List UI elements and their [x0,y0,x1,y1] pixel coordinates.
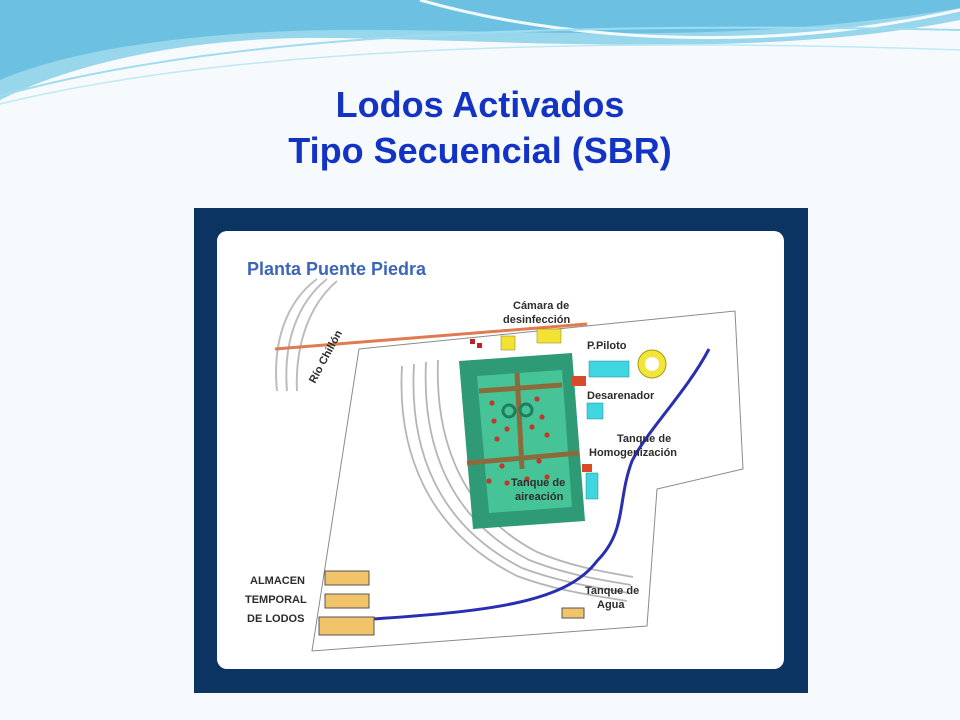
pilot-label: P.Piloto [587,340,627,352]
road-line [400,365,628,602]
river-line [275,278,318,392]
homog-connector [582,464,592,472]
water-tank-label-1: Tanque de [585,585,639,597]
aerator-icon [501,403,517,419]
camara-label-1: Cámara de [513,300,569,312]
disinfection-chamber [500,335,516,351]
road-line [424,361,632,586]
almacen-label-1: ALMACEN [250,575,305,587]
water-tank-label-2: Agua [597,599,625,611]
tank-divider [478,382,563,394]
tank-divider [466,450,580,466]
homog-label-2: Homogenización [589,447,677,459]
river-line [285,278,328,392]
almacen-label-3: DE LODOS [247,613,304,625]
aerator-icon [518,402,534,418]
pilot-connector [572,376,586,386]
header-swoosh [0,0,960,105]
marker [470,339,475,344]
plant-map-panel: Planta Puente Piedra Río Chillón Cámara … [217,231,784,669]
blue-pipeline [371,348,711,621]
water-tank [561,607,585,619]
orange-pipeline [274,322,588,351]
diagram-frame: Planta Puente Piedra Río Chillón Cámara … [194,208,808,693]
grit-chamber-label: Desarenador [587,390,655,402]
plant-name-label: Planta Puente Piedra [247,259,427,279]
sludge-storage-box [318,616,375,636]
sludge-storage-box [324,570,370,586]
homog-label-1: Tanque de [617,433,671,445]
homogenization-tank [585,472,599,500]
river-label: Río Chillón [307,328,345,385]
aeration-label-2: aireación [515,491,564,503]
slide-title: Lodos Activados Tipo Secuencial (SBR) [0,82,960,174]
river-line [295,280,338,392]
title-line-2: Tipo Secuencial (SBR) [288,130,672,171]
clarifier-icon [645,357,659,371]
disinfection-chamber [536,328,562,344]
camara-label-2: desinfección [503,314,571,326]
almacen-label-2: TEMPORAL [245,594,307,606]
marker [477,343,482,348]
site-boundary [311,310,744,652]
pilot-plant-tank [588,360,630,378]
grit-chamber [586,402,604,420]
sludge-storage-box [324,593,370,609]
aeration-dots [486,396,550,486]
title-line-1: Lodos Activados [335,84,625,125]
plant-map: Planta Puente Piedra Río Chillón Cámara … [245,259,744,652]
aeration-label-1: Tanque de [511,477,565,489]
road-line [412,363,630,594]
road-line [436,359,634,578]
